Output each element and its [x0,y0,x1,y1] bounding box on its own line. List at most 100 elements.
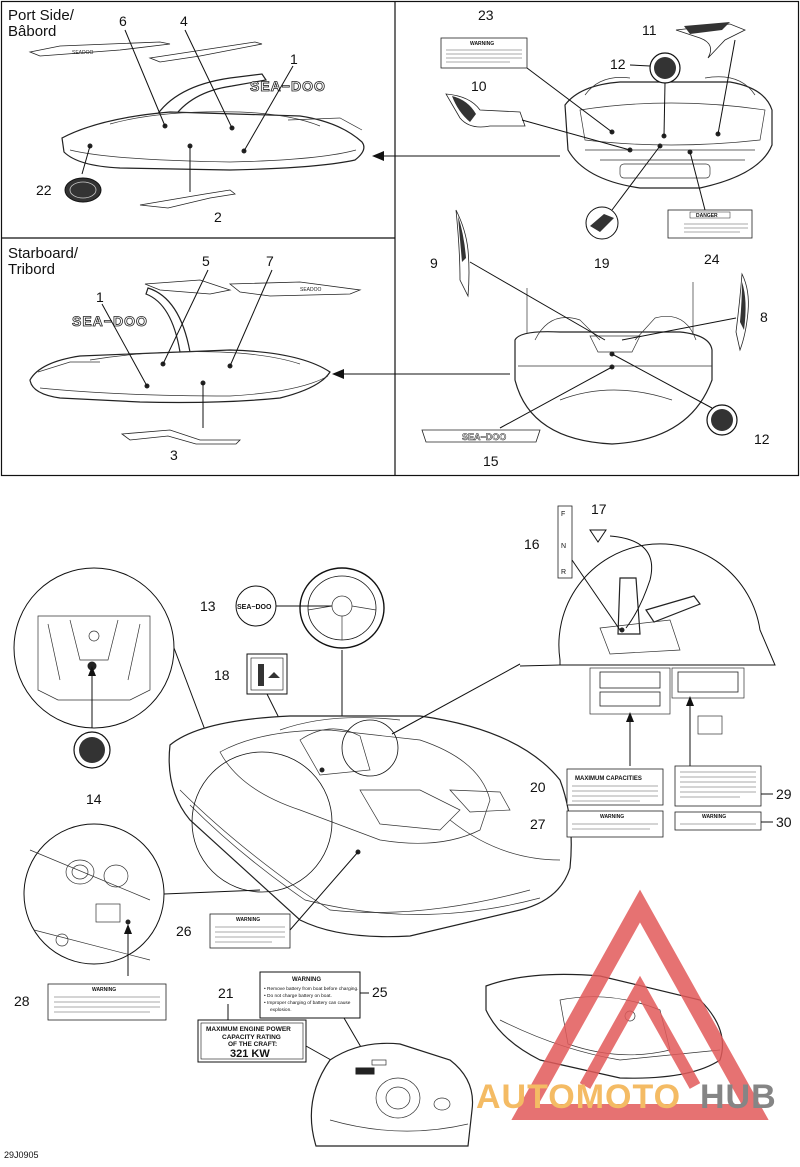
port-hull-lower [69,149,357,163]
battery-console-decal-b [371,1059,387,1066]
main-windshield [279,717,401,731]
decal-22-inner [69,181,97,199]
decal-3-shape [120,429,241,445]
port-hull [61,111,365,171]
callout-11: 11 [642,22,657,38]
bow-inset: 14 [13,567,206,807]
leader-zoom-right [391,663,521,735]
decal-30-title: WARNING [702,814,726,820]
wheel-spoke-l [307,605,333,611]
arrow-to-starboard-head [332,369,344,379]
decal-16-mark-mid: N [561,543,566,550]
battery-console-dial-in [385,1086,411,1110]
leader-6 [124,29,166,127]
wheel-spoke-r [351,605,377,611]
leader-throttle-lower [519,664,561,667]
decal-24-header [689,211,731,219]
throttle-inset: F N R 16 17 [519,501,776,667]
port-swim [287,117,363,131]
callout-26: 26 [176,923,192,939]
glovebox-right [671,667,745,699]
leader-28-head [124,924,132,934]
decal-16-mark-bot: R [561,569,566,576]
main-cockpit [219,729,491,844]
port-side-title-fr: Bâbord [8,23,56,40]
decal-5-shape [144,279,232,295]
port-cockpit [109,111,321,127]
main-bow-area [449,819,561,861]
starboard-title: Starboard/ [8,245,79,262]
callout-9: 9 [430,255,438,271]
decal-25-line4: explosion. [270,1007,292,1013]
leader-29-head [686,696,694,706]
leader-bow-inset [173,647,206,731]
callout-28: 28 [14,993,30,1009]
callout-18: 18 [214,667,230,683]
stern-windshield [579,102,766,146]
starboard-tower [145,287,191,353]
console-panel-line [29,849,151,961]
decal-28-title: WARNING [92,987,116,993]
decal-14-inner [79,737,105,763]
callout-1-stb: 1 [96,289,104,305]
decal-15-logo: SEA−DOO [462,432,506,442]
port-logo-decal: SEA−DOO [250,78,326,94]
leader-22 [81,145,91,175]
starboard-cockpit [89,351,301,365]
decal-13-logo: SEA−DOO [237,604,272,611]
callout-12-bottom: 12 [754,431,770,447]
leader-1-port [243,65,294,152]
callout-14: 14 [86,791,102,807]
decal-24-title: DANGER [696,213,718,219]
throttle-lever [617,577,641,635]
watermark-text-2: HUB [700,1078,777,1116]
leader-5 [162,269,209,365]
leader-24 [689,151,706,211]
callout-4: 4 [180,13,188,29]
leader-19 [611,145,661,211]
bow-view: 9 8 12 SEA−DOO 15 [421,209,770,469]
decal-21-tag [197,1019,307,1063]
decals-21-25: 21 MAXIMUM ENGINE POWER CAPACITY RATING … [197,971,388,1075]
leader-11 [717,39,736,135]
decal-26: WARNING 26 [176,851,359,949]
console-inset [23,823,261,976]
console-gauge-1-in [71,864,89,880]
main-hull-band [179,789,531,913]
callout-7: 7 [266,253,274,269]
callout-21: 21 [218,985,234,1001]
callout-29: 29 [776,786,792,802]
bow-inset-rails [47,619,141,681]
decal-20-tag [566,768,664,806]
decal-12-inner-top [654,57,676,79]
battery-console-base [329,1119,469,1132]
callout-1-port: 1 [290,51,298,67]
decal-8-dark [740,282,746,330]
main-hull-band2 [189,804,541,915]
callout-30: 30 [776,814,792,830]
decal-20-title: MAXIMUM CAPACITIES [575,776,642,782]
callout-20: 20 [530,779,546,795]
leader-15 [499,366,613,429]
leader-1-stb [101,303,148,387]
leader-26 [289,851,359,931]
callout-10: 10 [471,78,487,94]
bow-keel [559,389,673,401]
leader-12-top [629,64,651,67]
decal-30-tag [674,811,762,831]
leader-4 [184,29,233,129]
leader-8 [621,317,737,341]
leader-23 [526,67,613,133]
decal-cap-small [599,671,661,689]
starboard-logo-decal: SEA−DOO [72,313,148,329]
decal-21-line1: MAXIMUM ENGINE POWER [206,1026,291,1033]
decal-23-title: WARNING [470,41,494,47]
callout-19: 19 [594,255,610,271]
leader-16 [571,559,621,631]
watermark-triangle-outer [511,889,769,1120]
top-panels-frame [0,0,800,477]
battery-console-dial [375,1077,421,1119]
leader-12-bottom [611,353,713,409]
leader-14-head [88,666,96,676]
leader-12-top-b [663,82,666,137]
